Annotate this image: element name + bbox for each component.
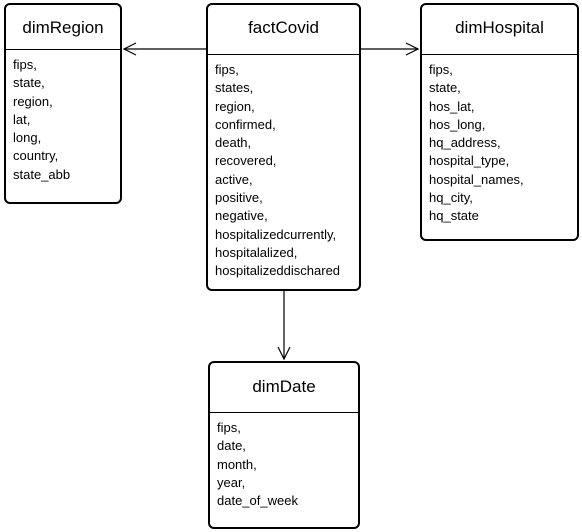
field-list: fips, state, region, lat, long, country, state…	[6, 50, 120, 184]
entity-field: hospital_names,	[429, 171, 524, 187]
entity-field: recovered,	[215, 153, 277, 169]
entity-field: state,	[429, 80, 461, 96]
entity-field: hospitalizeddischared	[215, 263, 341, 279]
entity-field: hq_city,	[429, 190, 473, 206]
entity-field: lat,	[13, 111, 31, 127]
entity-field: hospital_type,	[429, 153, 510, 169]
entity-title: dimDate	[210, 363, 358, 413]
entity-field: active,	[215, 171, 253, 187]
entity-field: hospitalalized,	[215, 244, 298, 260]
entity-field: fips,	[217, 420, 241, 435]
entity-field: hq_address,	[429, 135, 501, 151]
arrow-fact-to-date	[277, 291, 291, 361]
entity-field: year,	[217, 474, 246, 490]
entity-title: factCovid	[208, 5, 359, 55]
entity-factcovid[interactable]: factCovid fips, states, region, confirmed, d…	[206, 3, 361, 291]
entity-field: hos_long,	[429, 116, 486, 132]
entity-field: month,	[217, 456, 257, 472]
entity-field: hq_state	[429, 208, 479, 224]
entity-field: region,	[215, 98, 255, 114]
entity-title: dimHospital	[422, 5, 577, 55]
entity-dimdate[interactable]: dimDate fips, date, month, year, date_of_wee…	[208, 361, 360, 529]
entity-field: state,	[13, 75, 45, 91]
entity-dimhospital[interactable]: dimHospital fips, state, hos_lat, hos_long,…	[420, 3, 579, 241]
entity-field: date,	[217, 438, 246, 454]
entity-field: states,	[215, 80, 254, 96]
arrow-fact-to-region	[122, 42, 206, 56]
field-list: fips, date, month, year, date_of_week	[210, 413, 358, 510]
entity-field: hos_lat,	[429, 98, 475, 114]
entity-field: negative,	[215, 208, 268, 224]
entity-field: long,	[13, 130, 42, 146]
entity-field: fips,	[429, 62, 453, 77]
entity-field: date_of_week	[217, 493, 298, 509]
entity-field: positive,	[215, 190, 263, 206]
entity-field: death,	[215, 135, 252, 151]
entity-field: state_abb	[13, 166, 71, 182]
entity-field: hospitalizedcurrently,	[215, 226, 337, 242]
entity-field: region,	[13, 93, 53, 109]
entity-title: dimRegion	[6, 5, 120, 50]
entity-field: fips,	[13, 57, 37, 72]
entity-field: country,	[13, 148, 59, 164]
entity-field: confirmed,	[215, 116, 276, 132]
arrow-fact-to-hospital	[361, 42, 420, 56]
entity-dimregion[interactable]: dimRegion fips, state, region, lat, long, cou…	[4, 3, 122, 204]
field-list: fips, states, region, confirmed, death, recov…	[208, 55, 359, 281]
field-list: fips, state, hos_lat, hos_long, hq_address,h…	[422, 55, 577, 226]
entity-field: fips,	[215, 62, 239, 77]
